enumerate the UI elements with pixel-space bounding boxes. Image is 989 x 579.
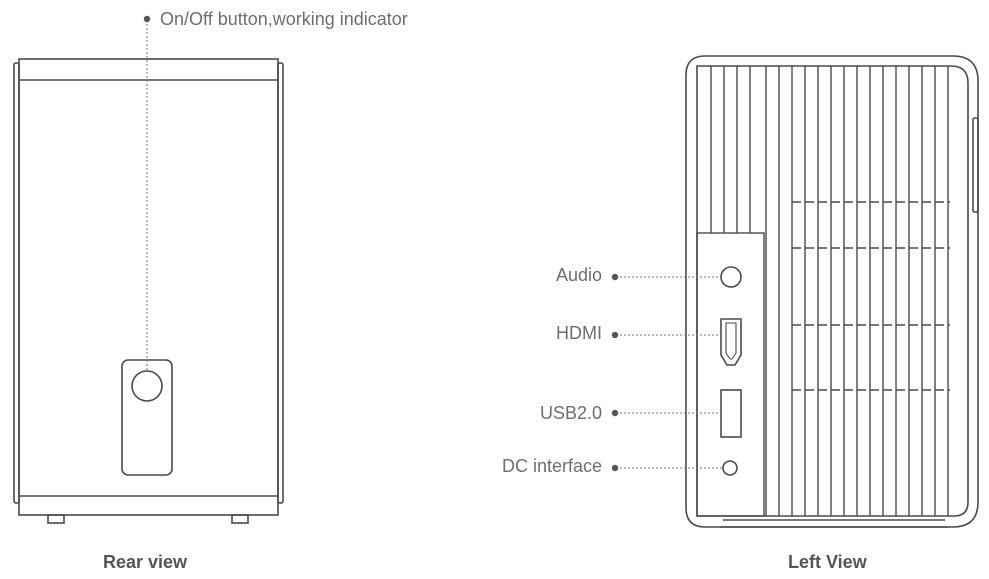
power-button-panel[interactable] bbox=[121, 359, 173, 476]
callout-dot-dc bbox=[611, 464, 619, 472]
power-button-icon bbox=[131, 370, 163, 402]
port-label-hdmi: HDMI bbox=[556, 323, 602, 343]
callout-dot-usb bbox=[611, 409, 619, 417]
dc-port-icon[interactable] bbox=[722, 460, 738, 476]
port-panel bbox=[696, 232, 765, 517]
left-view-caption: Left View bbox=[788, 552, 867, 572]
left-inner-panel bbox=[696, 65, 969, 517]
rear-foot-left bbox=[47, 514, 65, 524]
port-label-usb: USB2.0 bbox=[539, 403, 602, 423]
callout-dot-audio bbox=[611, 273, 619, 281]
callout-dot-power bbox=[143, 15, 151, 23]
audio-jack-icon[interactable] bbox=[720, 266, 742, 288]
rear-body bbox=[18, 58, 279, 516]
port-label-audio: Audio bbox=[555, 265, 602, 285]
usb-port-icon[interactable] bbox=[720, 389, 742, 438]
left-view-device bbox=[685, 55, 979, 528]
power-button-label: On/Off button,working indicator bbox=[160, 9, 408, 29]
side-key-strip bbox=[972, 117, 979, 213]
rear-view-caption: Rear view bbox=[103, 552, 188, 572]
rear-foot-right bbox=[231, 514, 249, 524]
callout-dot-hdmi bbox=[611, 331, 619, 339]
hdmi-port-icon[interactable] bbox=[720, 318, 742, 366]
vent-grille bbox=[710, 66, 950, 516]
port-label-dc: DC interface bbox=[501, 456, 602, 476]
rear-view-device bbox=[13, 58, 284, 524]
port-leaders bbox=[611, 273, 722, 472]
